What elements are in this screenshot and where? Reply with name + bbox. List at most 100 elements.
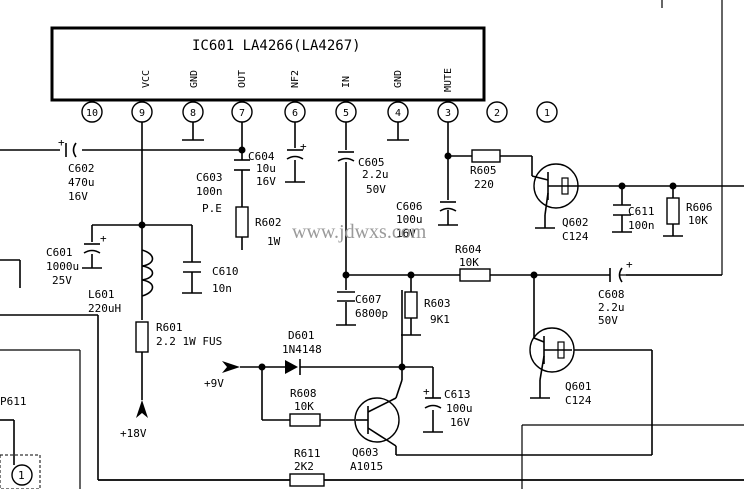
c610-label: C610 bbox=[212, 265, 239, 278]
svg-text:6: 6 bbox=[292, 108, 298, 119]
c601-value: 1000u bbox=[46, 260, 79, 273]
ic601-package: IC601 LA4266(LA4267) VCC GND OUT NF2 IN … bbox=[50, 26, 486, 102]
d601-value: 1N4148 bbox=[282, 343, 322, 356]
pin-1: 1 bbox=[536, 101, 558, 123]
r605-symbol bbox=[471, 149, 501, 163]
r605-label: R605 bbox=[470, 164, 497, 177]
svg-text:+: + bbox=[626, 258, 633, 271]
q601-symbol bbox=[529, 327, 575, 381]
c613-symbol: + bbox=[423, 385, 442, 409]
c605-symbol bbox=[337, 151, 355, 162]
c611-label: C611 bbox=[628, 205, 655, 218]
c603-pe: P.E bbox=[202, 202, 222, 215]
pin-3: 3 bbox=[437, 101, 459, 123]
svg-text:4: 4 bbox=[395, 108, 401, 119]
svg-text:9: 9 bbox=[139, 108, 145, 119]
c607-value: 6800p bbox=[355, 307, 388, 320]
d601-symbol bbox=[285, 359, 301, 375]
r603-label: R603 bbox=[424, 297, 451, 310]
pin-10: 10 bbox=[81, 101, 103, 123]
r608-label: R608 bbox=[290, 387, 317, 400]
pin-8: 8 bbox=[182, 101, 204, 123]
c601-volt: 25V bbox=[52, 274, 72, 287]
r606-symbol bbox=[666, 197, 680, 225]
ground-stubs bbox=[182, 122, 409, 141]
c607-label: C607 bbox=[355, 293, 382, 306]
svg-text:3: 3 bbox=[445, 108, 451, 119]
plus18-label: +18V bbox=[120, 427, 147, 440]
c610-symbol bbox=[183, 261, 201, 273]
c611-value: 100n bbox=[628, 219, 655, 232]
c606-volt: 16V bbox=[396, 227, 416, 240]
r601-value: 2.2 1W FUS bbox=[156, 335, 222, 348]
svg-text:2: 2 bbox=[494, 108, 500, 119]
r602-symbol bbox=[235, 206, 249, 238]
pin6-cap-symbol: + bbox=[286, 140, 307, 160]
c606-label: C606 bbox=[396, 200, 423, 213]
c605-value: 2.2u bbox=[362, 168, 389, 181]
c601-label: C601 bbox=[46, 246, 73, 259]
c602-volt: 16V bbox=[68, 190, 88, 203]
pin-label-gnd8: GND bbox=[189, 70, 200, 88]
pin-5: 5 bbox=[335, 101, 357, 123]
pin-label-in: IN bbox=[341, 76, 352, 88]
q602-value: C124 bbox=[562, 230, 589, 243]
transistors bbox=[354, 163, 580, 447]
ic601-pins: 10 9 8 7 6 5 4 3 2 1 bbox=[81, 101, 558, 123]
c601-symbol: + bbox=[83, 232, 107, 254]
svg-text:+: + bbox=[100, 232, 107, 245]
r608-value: 10K bbox=[294, 400, 314, 413]
r608-symbol bbox=[289, 413, 321, 427]
q601-label: Q601 bbox=[565, 380, 592, 393]
pin-2: 2 bbox=[486, 101, 508, 123]
r611-label: R611 bbox=[294, 447, 321, 460]
r611-symbol bbox=[289, 473, 325, 487]
r604-value: 10K bbox=[459, 256, 479, 269]
svg-text:1: 1 bbox=[544, 108, 550, 119]
c606-value: 100u bbox=[396, 213, 423, 226]
pin-label-mute: MUTE bbox=[443, 68, 454, 92]
plus9-label: +9V bbox=[204, 377, 224, 390]
c604-volt: 16V bbox=[256, 175, 276, 188]
c602-symbol: + bbox=[58, 136, 77, 158]
r602-value: 1W bbox=[267, 235, 281, 248]
pin-label-out: OUT bbox=[237, 70, 248, 88]
q603-label: Q603 bbox=[352, 446, 379, 459]
pin-label-vcc: VCC bbox=[141, 70, 152, 88]
c613-value: 100u bbox=[446, 402, 473, 415]
pin-6: 6 bbox=[284, 101, 306, 123]
c607-symbol bbox=[337, 291, 355, 302]
q602-label: Q602 bbox=[562, 216, 589, 229]
svg-text:+: + bbox=[58, 136, 65, 149]
c610-value: 10n bbox=[212, 282, 232, 295]
c605-volt: 50V bbox=[366, 183, 386, 196]
p611-connector bbox=[0, 419, 41, 489]
svg-text:5: 5 bbox=[343, 108, 349, 119]
r601-symbol bbox=[135, 321, 149, 353]
c613-label: C613 bbox=[444, 388, 471, 401]
c608-label: C608 bbox=[598, 288, 625, 301]
q603-symbol bbox=[354, 379, 403, 447]
component-labels: C602 470u 16V C603 100n P.E C604 10u 16V… bbox=[0, 150, 713, 482]
d601-label: D601 bbox=[288, 329, 315, 342]
pin-label-nf2: NF2 bbox=[290, 70, 301, 88]
r605-value: 220 bbox=[474, 178, 494, 191]
svg-text:7: 7 bbox=[239, 108, 245, 119]
svg-text:10: 10 bbox=[86, 108, 98, 119]
r602-label: R602 bbox=[255, 216, 282, 229]
l601-value: 220uH bbox=[88, 302, 121, 315]
ic601-title: IC601 LA4266(LA4267) bbox=[192, 38, 361, 54]
supply-arrows bbox=[136, 361, 240, 418]
c604-value: 10u bbox=[256, 162, 276, 175]
svg-text:8: 8 bbox=[190, 108, 196, 119]
pin-7: 7 bbox=[231, 101, 253, 123]
pin-4: 4 bbox=[387, 101, 409, 123]
r611-value: 2K2 bbox=[294, 460, 314, 473]
p611-pin: 1 bbox=[18, 469, 25, 482]
capacitors: + + + + + bbox=[58, 136, 633, 409]
pin-9: 9 bbox=[131, 101, 153, 123]
r606-value: 10K bbox=[688, 214, 708, 227]
c602-value: 470u bbox=[68, 176, 95, 189]
watermark: www.jdwxs.com bbox=[292, 221, 427, 243]
